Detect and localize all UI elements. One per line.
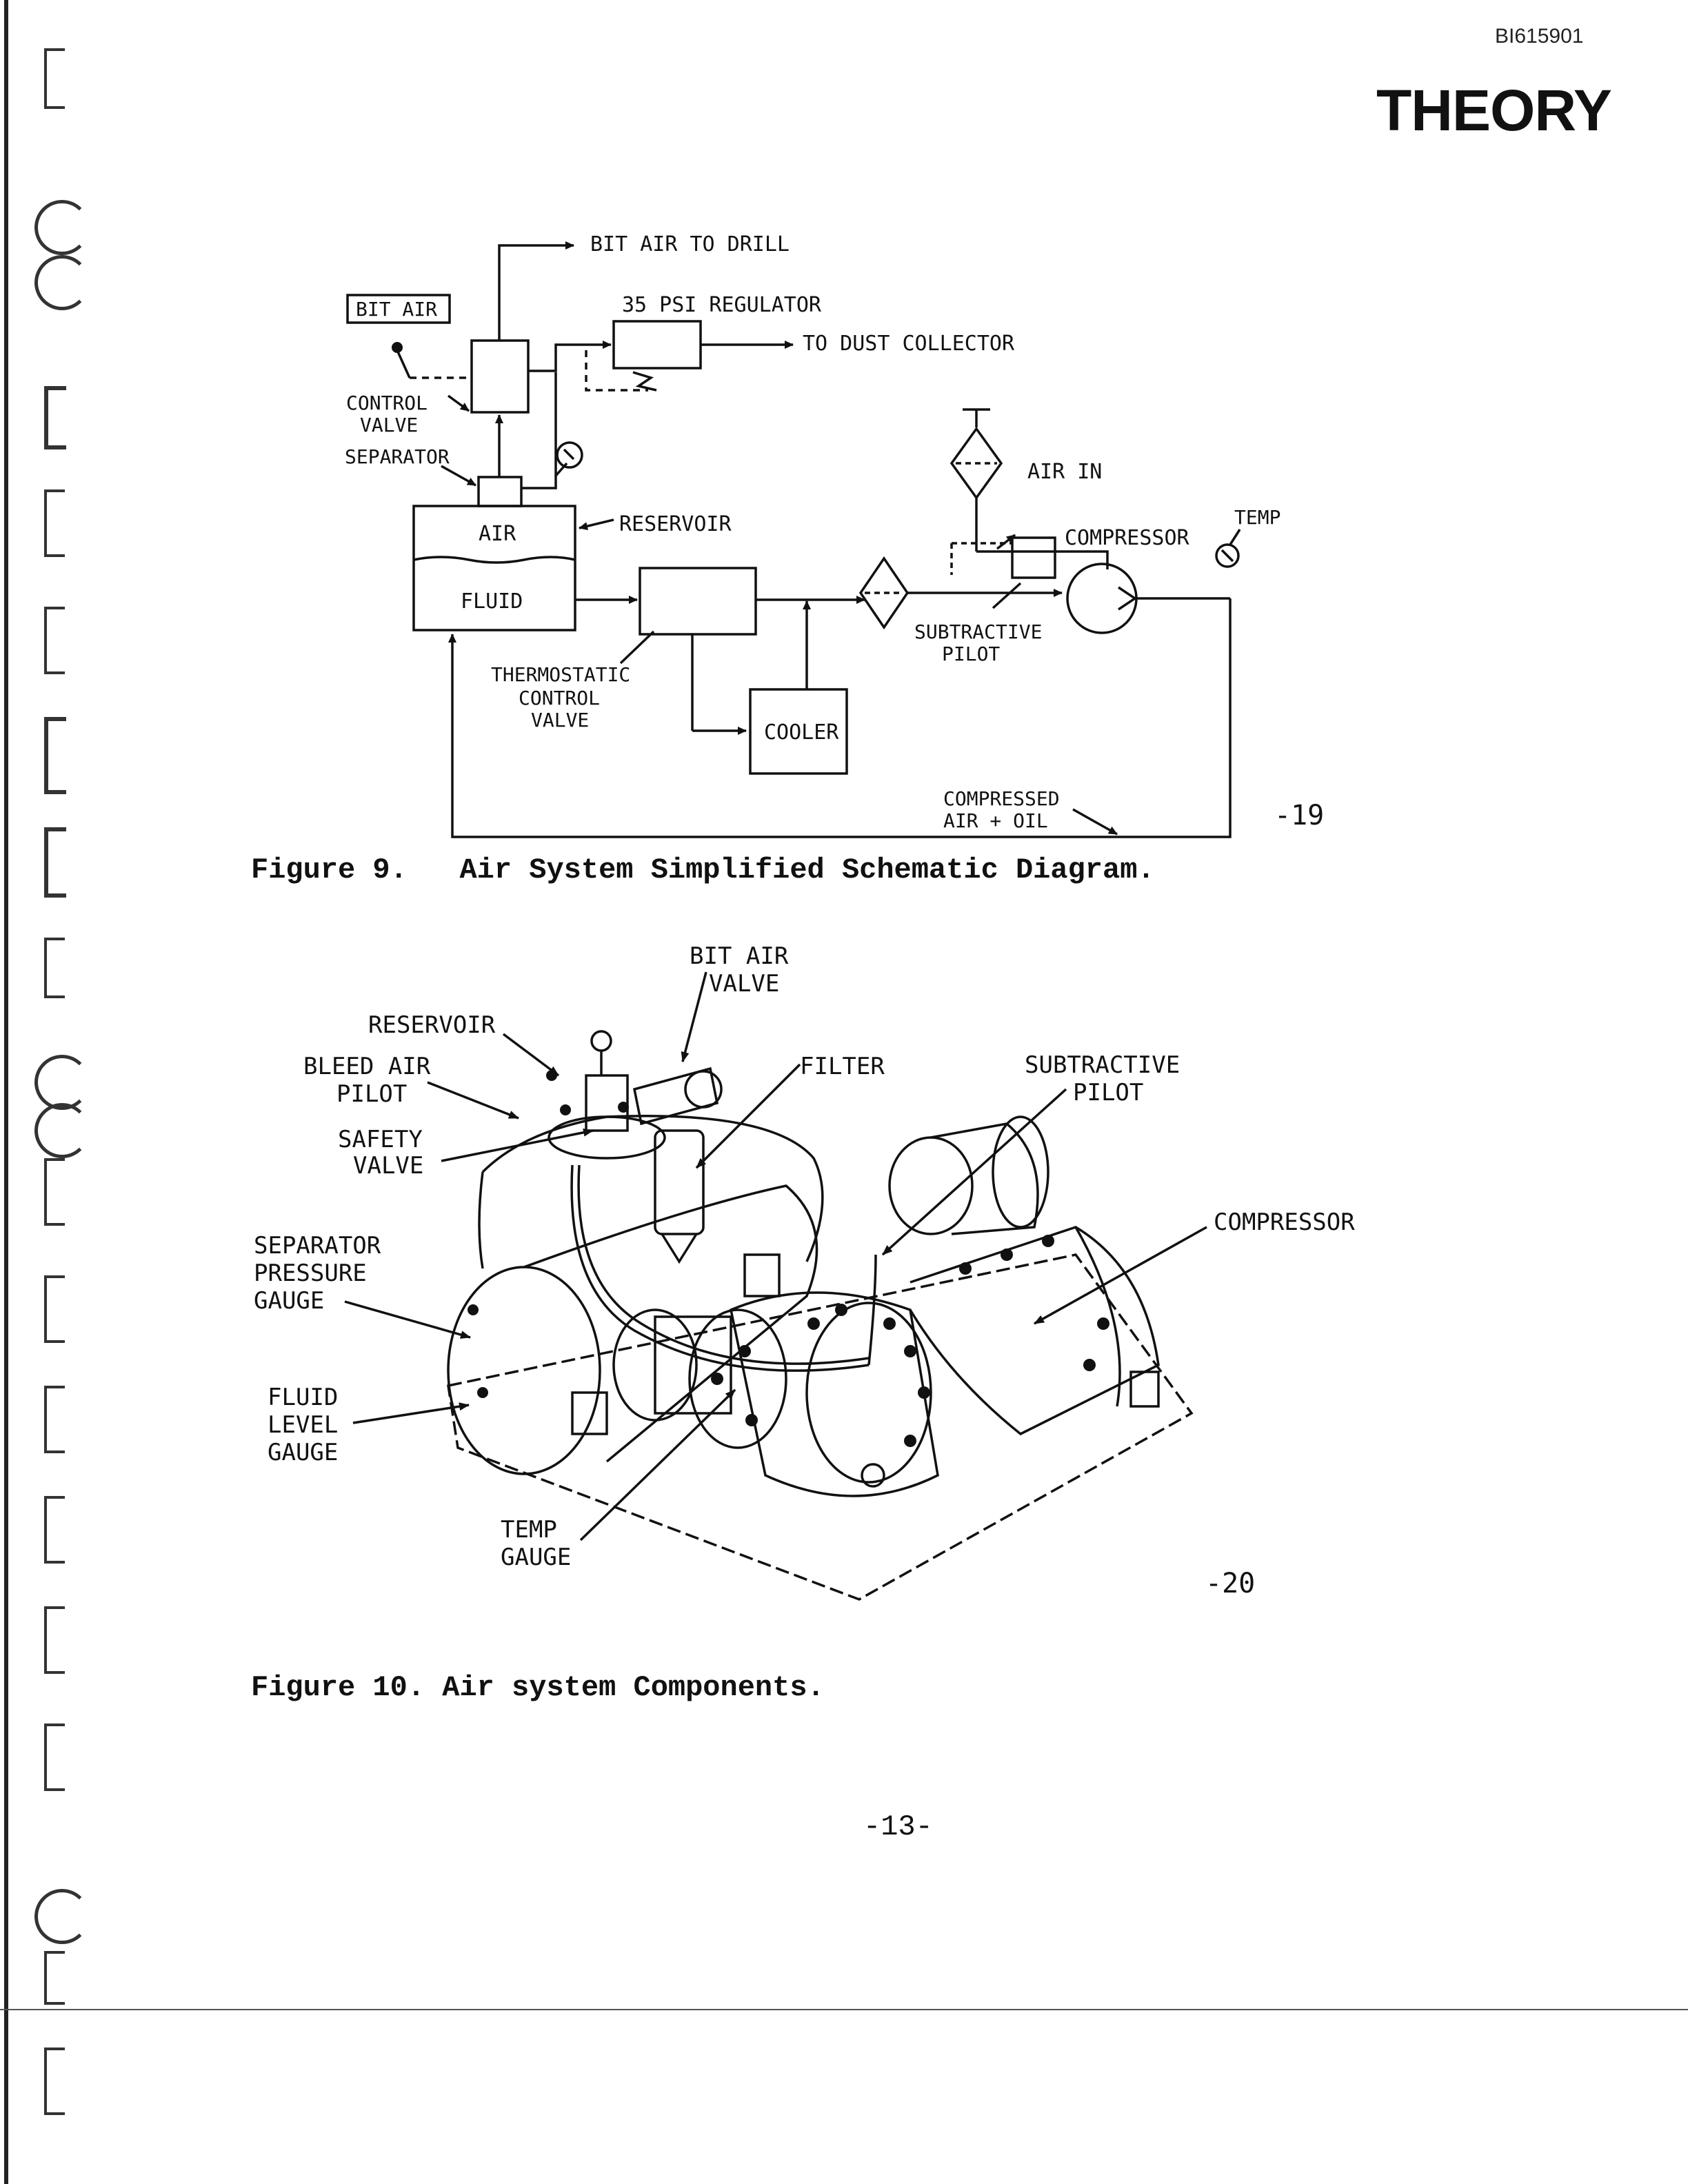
figure-9-number: -19: [1274, 800, 1325, 831]
binder-spine: [4, 0, 8, 2184]
label-temp: TEMP: [1234, 506, 1280, 529]
binder-ring: [34, 200, 90, 255]
binder-ring: [34, 1889, 90, 1944]
label-control: CONTROL: [346, 392, 428, 414]
binder-mark: [44, 1158, 65, 1226]
label-temp: TEMP: [501, 1516, 557, 1544]
binder-mark: [44, 717, 66, 794]
binder-ring: [34, 1103, 90, 1158]
label-control-valve: VALVE: [360, 414, 418, 436]
binder-mark: [44, 489, 65, 557]
label-subtractive: SUBTRACTIVE: [914, 620, 1042, 643]
binder-mark: [44, 1951, 65, 2005]
binder-ring: [34, 255, 90, 310]
binder-mark: [44, 1496, 65, 1564]
binder-mark: [44, 938, 65, 998]
label-bit-air: BIT AIR: [690, 942, 789, 970]
label-air-in: AIR IN: [1027, 460, 1102, 484]
label-bit-air-valve: VALVE: [709, 970, 779, 998]
label-regulator: 35 PSI REGULATOR: [622, 293, 822, 317]
label-reservoir: RESERVOIR: [368, 1011, 496, 1039]
label-fluid: FLUID: [461, 589, 523, 614]
label-bit-air-box: BIT AIR: [356, 298, 437, 321]
label-separator: SEPARATOR: [345, 445, 450, 468]
figure-10-caption: Figure 10. Air system Components.: [251, 1671, 825, 1704]
binder-mark: [44, 607, 65, 674]
label-air: AIR: [479, 522, 516, 546]
label-separator-gauge: GAUGE: [254, 1287, 324, 1315]
section-title: THEORY: [1376, 78, 1612, 143]
binder-mark: [44, 2048, 65, 2115]
label-filter: FILTER: [800, 1053, 885, 1080]
page-number: -13-: [863, 1810, 933, 1843]
label-bit-air-to-drill: BIT AIR TO DRILL: [590, 232, 790, 256]
air-system-schematic: BIT AIR TO DRILL BIT AIR 35 PSI REGULATO…: [345, 232, 1280, 838]
binder-mark: [44, 1723, 65, 1791]
label-safety-valve: VALVE: [353, 1152, 423, 1180]
binder-mark: [44, 1606, 65, 1674]
label-thermostatic-valve: VALVE: [531, 709, 589, 731]
label-compressed: COMPRESSED: [943, 787, 1060, 810]
binder-mark: [44, 1275, 65, 1343]
binder-mark: [44, 1386, 65, 1453]
label-compressed-air-oil: AIR + OIL: [943, 809, 1048, 832]
label-reservoir: RESERVOIR: [619, 512, 732, 536]
binder-mark: [44, 48, 65, 109]
label-subtractive: SUBTRACTIVE: [1025, 1051, 1180, 1079]
control-lever-knob: [392, 342, 403, 353]
label-compressor: COMPRESSOR: [1065, 526, 1190, 550]
label-compressor: COMPRESSOR: [1214, 1209, 1355, 1236]
label-bleed-air-pilot: PILOT: [336, 1080, 407, 1108]
label-separator: SEPARATOR: [254, 1232, 381, 1260]
label-safety: SAFETY: [338, 1126, 423, 1153]
label-subtractive-pilot: PILOT: [1073, 1079, 1143, 1106]
figure-10-number: -20: [1205, 1568, 1256, 1599]
document-id: BI615901: [1495, 25, 1584, 48]
binder-mark: [44, 827, 66, 898]
label-dust-collector: TO DUST COLLECTOR: [803, 332, 1015, 356]
label-fluid: FLUID: [268, 1384, 338, 1411]
label-subtractive-pilot: PILOT: [942, 643, 1000, 665]
label-fluid-level: LEVEL: [268, 1411, 338, 1439]
label-cooler: COOLER: [764, 720, 839, 745]
figure-9-caption: Figure 9. Air System Simplified Schemati…: [251, 853, 1155, 887]
air-system-components-illustration: BIT AIR VALVE RESERVOIR BLEED AIR PILOT …: [254, 942, 1355, 1601]
binder-mark: [44, 386, 66, 449]
label-thermostatic-control: CONTROL: [519, 687, 600, 709]
label-separator-pressure: PRESSURE: [254, 1260, 367, 1287]
label-bleed-air: BLEED AIR: [303, 1053, 431, 1080]
label-temp-gauge: GAUGE: [501, 1544, 571, 1571]
label-thermostatic: THERMOSTATIC: [491, 663, 630, 686]
page-bottom-rule: [0, 2009, 1688, 2010]
label-fluid-gauge: GAUGE: [268, 1439, 338, 1466]
